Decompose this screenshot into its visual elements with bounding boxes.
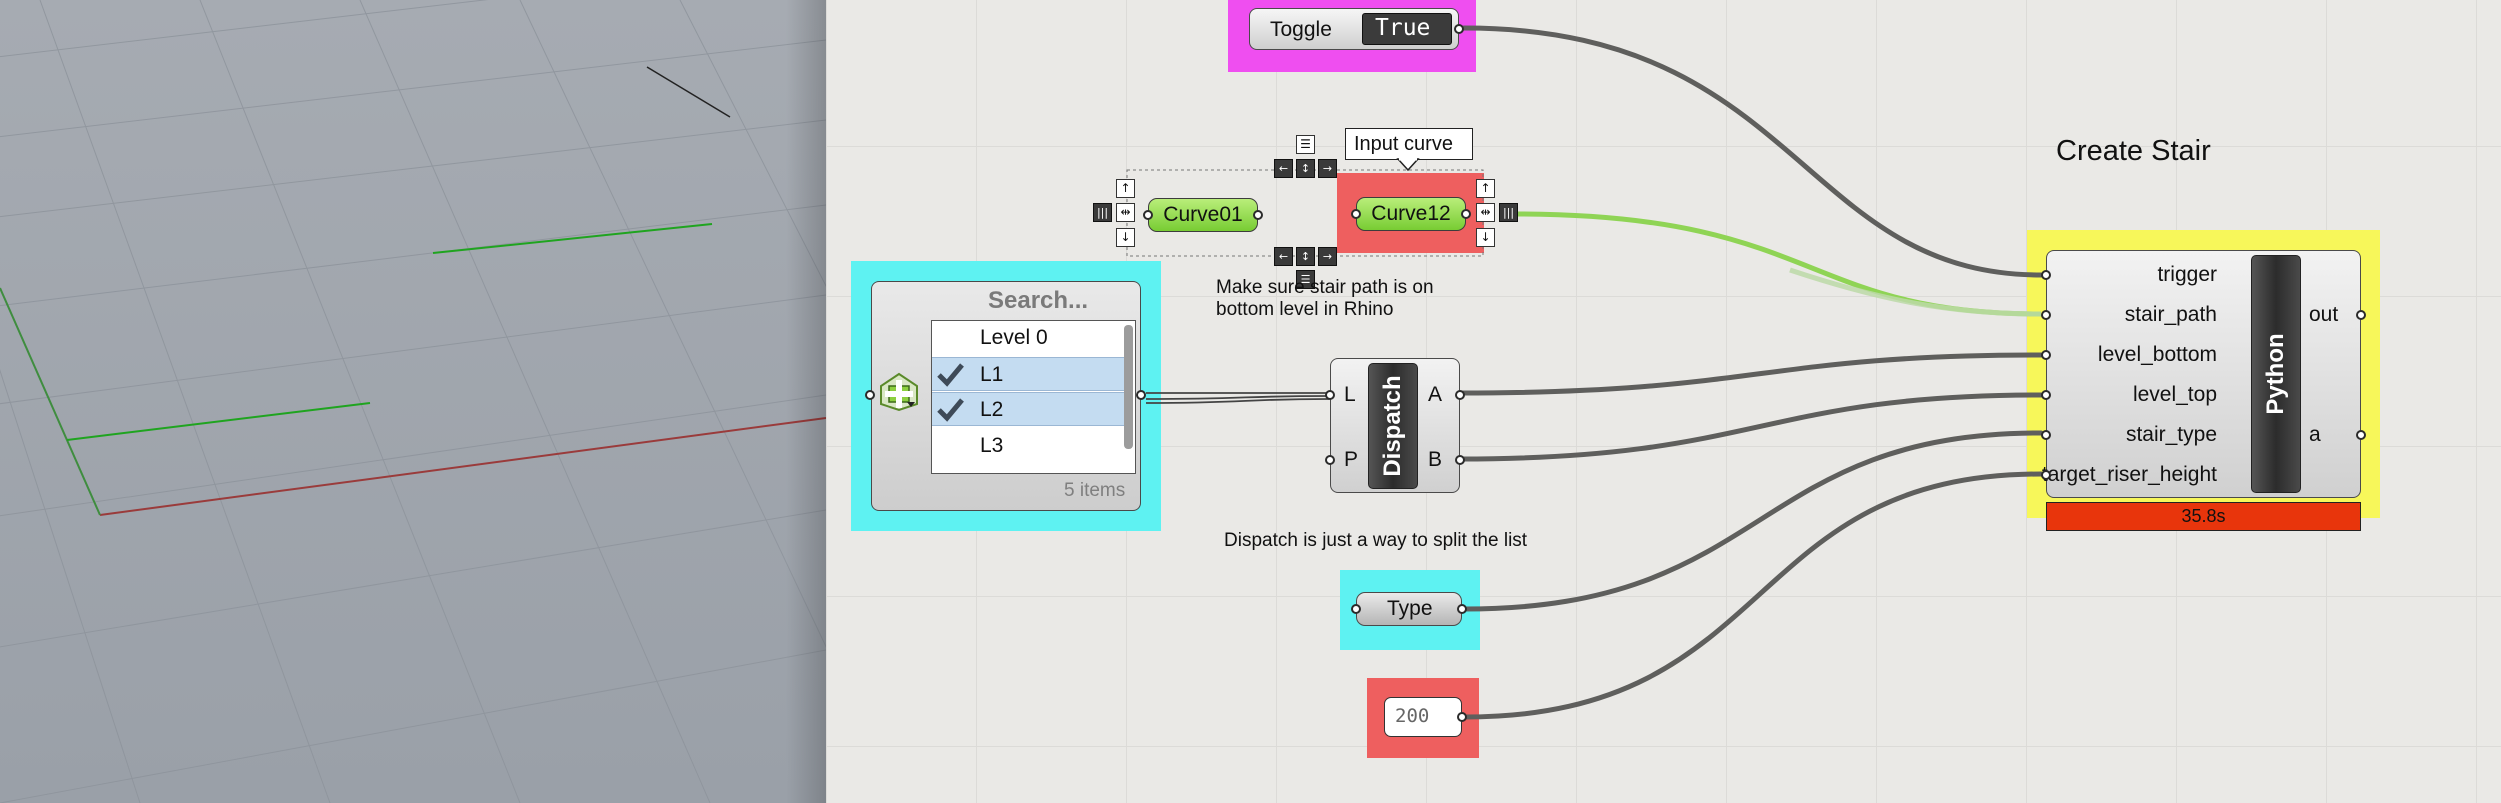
type-input-grip[interactable]: [1351, 604, 1361, 614]
align-right-top-icon[interactable]: →: [1318, 159, 1337, 178]
dispatch-a-grip[interactable]: [1455, 390, 1465, 400]
align-left-top-icon[interactable]: ←: [1274, 159, 1293, 178]
viewport-axis-x: [99, 417, 826, 516]
number-slider-panel[interactable]: 200: [1384, 697, 1462, 737]
python-input-level-bottom: level_bottom: [2097, 343, 2217, 366]
align-up-right-icon[interactable]: ↑: [1476, 179, 1495, 198]
align-down-right-icon[interactable]: ↓: [1476, 228, 1495, 247]
python-input-target-riser-height: target_riser_height: [2041, 463, 2217, 486]
align-center-right-icon[interactable]: ⇹: [1476, 203, 1495, 222]
align-top-icon[interactable]: ☰: [1296, 135, 1315, 154]
curve12-label: Curve12: [1371, 202, 1451, 225]
number-value: 200: [1395, 705, 1430, 727]
python-output-out: out: [2309, 303, 2339, 326]
python-name-bar: Python: [2251, 255, 2301, 493]
input-curve-tooltip: Input curve: [1345, 128, 1473, 160]
python-input-trigger: trigger: [2157, 263, 2217, 286]
dispatch-output-b: B: [1428, 448, 1443, 471]
wire-dispatch-a-level-bottom: [1457, 352, 2044, 396]
python-runtime: 35.8s: [2181, 506, 2226, 526]
python-output-a: a: [2309, 423, 2321, 446]
list-item[interactable]: Level 0: [980, 326, 1048, 349]
dispatch-name-bar: Dispatch: [1368, 363, 1418, 489]
dispatch-component[interactable]: L P Dispatch A B: [1330, 358, 1460, 493]
curve01-input-grip[interactable]: [1143, 210, 1153, 220]
wire-dispatch-b-level-top: [1457, 392, 2044, 462]
dispatch-output-a: A: [1428, 383, 1443, 406]
dispatch-p-grip[interactable]: [1325, 455, 1335, 465]
dispatch-l-grip[interactable]: [1325, 390, 1335, 400]
align-center-left-icon[interactable]: ⇹: [1116, 203, 1135, 222]
dispatch-input-p: P: [1344, 448, 1359, 471]
value-list-scrollbar[interactable]: [1124, 325, 1133, 449]
type-label: Type: [1387, 597, 1433, 620]
align-center-top-icon[interactable]: ↕: [1296, 159, 1315, 178]
curve12-param[interactable]: Curve12: [1356, 197, 1466, 231]
wire-number-riser: [1462, 471, 2044, 720]
curve01-param[interactable]: Curve01: [1148, 198, 1258, 232]
list-item[interactable]: L2: [932, 392, 1130, 426]
toggle-output-grip[interactable]: [1454, 24, 1464, 34]
value-list-items: Level 0 L1 L2 L3: [931, 320, 1136, 474]
python-riser-height-grip[interactable]: [2041, 470, 2051, 480]
python-stair-path-grip[interactable]: [2041, 310, 2051, 320]
distribute-vertical-icon[interactable]: |||: [1499, 203, 1518, 222]
python-trigger-grip[interactable]: [2041, 270, 2051, 280]
python-level-bottom-grip[interactable]: [2041, 350, 2051, 360]
dispatch-note: Dispatch is just a way to split the list: [1224, 530, 1528, 551]
value-list-search[interactable]: Search...: [988, 287, 1089, 314]
value-list-icon: [879, 372, 919, 412]
checkmark-icon: [936, 396, 964, 424]
curve12-output-grip[interactable]: [1461, 209, 1471, 219]
boolean-toggle[interactable]: Toggle True: [1249, 8, 1459, 50]
number-output-grip[interactable]: [1457, 712, 1467, 722]
dispatch-input-l: L: [1344, 383, 1356, 406]
python-component[interactable]: trigger stair_path level_bottom level_to…: [2042, 250, 2361, 498]
python-input-stair-type: stair_type: [2125, 423, 2217, 446]
python-group-title: Create Stair: [2056, 135, 2211, 167]
stair-path-note: Make sure stair path is on bottom level …: [1216, 277, 1434, 320]
curve12-input-grip[interactable]: [1351, 209, 1361, 219]
wire-type-stair-type: [1462, 430, 2044, 612]
toggle-value: True: [1375, 15, 1431, 41]
align-bottom-icon[interactable]: ☰: [1296, 270, 1315, 289]
wire-toggle-trigger: [1461, 25, 2044, 278]
checkmark-icon: [936, 361, 964, 389]
align-right-bottom-icon[interactable]: →: [1318, 247, 1337, 266]
toggle-value-box[interactable]: True: [1362, 13, 1452, 45]
python-input-level-top: level_top: [2132, 383, 2217, 406]
distribute-horizontal-icon[interactable]: |||: [1093, 203, 1112, 222]
list-item[interactable]: L3: [980, 434, 1004, 457]
align-down-icon[interactable]: ↓: [1116, 228, 1135, 247]
curve01-label: Curve01: [1163, 203, 1243, 226]
align-center-bottom-icon[interactable]: ↕: [1296, 247, 1315, 266]
python-a-grip[interactable]: [2356, 430, 2366, 440]
value-list-output-grip[interactable]: [1136, 390, 1146, 400]
toggle-label: Toggle: [1270, 18, 1332, 41]
python-out-grip[interactable]: [2356, 310, 2366, 320]
list-item[interactable]: L1: [932, 357, 1130, 391]
type-output-grip[interactable]: [1457, 604, 1467, 614]
python-runtime-bar: 35.8s: [2046, 502, 2361, 531]
align-up-icon[interactable]: ↑: [1116, 179, 1135, 198]
viewport-axis-y: [0, 287, 101, 516]
value-list-input-grip[interactable]: [865, 390, 875, 400]
python-stair-type-grip[interactable]: [2041, 430, 2051, 440]
type-param[interactable]: Type: [1356, 592, 1462, 626]
viewport-grid: [0, 0, 826, 803]
dispatch-b-grip[interactable]: [1455, 455, 1465, 465]
curve01-output-grip[interactable]: [1253, 210, 1263, 220]
python-level-top-grip[interactable]: [2041, 390, 2051, 400]
align-left-bottom-icon[interactable]: ←: [1274, 247, 1293, 266]
value-list-count: 5 items: [1064, 480, 1126, 501]
value-list[interactable]: Search... Level 0 L1 L2 L3 5 items: [871, 281, 1141, 511]
python-input-stair-path: stair_path: [2124, 303, 2217, 326]
rhino-viewport[interactable]: [0, 0, 826, 803]
